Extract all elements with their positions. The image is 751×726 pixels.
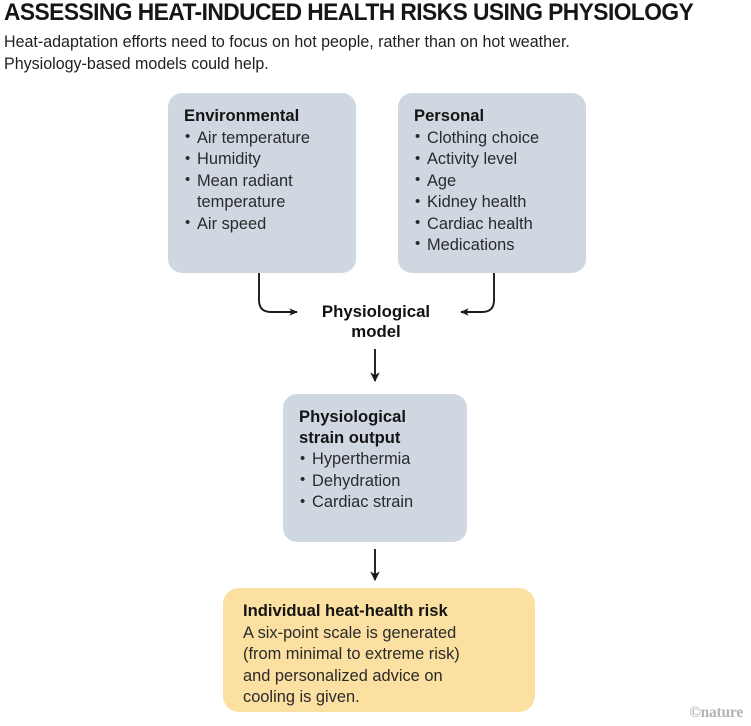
box-environmental: Environmental Air temperature Humidity M… — [168, 93, 356, 273]
box-strain-title: Physiological strain output — [299, 407, 451, 448]
list-item: Mean radiant temperature — [184, 170, 340, 214]
risk-body-line-4: cooling is given. — [243, 688, 360, 707]
model-label-line-1: Physiological — [321, 302, 431, 321]
list-item: Clothing choice — [414, 127, 570, 149]
list-item: Hyperthermia — [299, 449, 451, 470]
box-risk-title: Individual heat-health risk — [243, 601, 448, 620]
strain-title-line-2: strain output — [299, 427, 401, 447]
list-item: Dehydration — [299, 470, 451, 492]
list-item: Air speed — [184, 213, 340, 235]
box-environmental-title: Environmental — [184, 106, 300, 125]
list-item: Activity level — [414, 149, 570, 170]
header: ASSESSING HEAT-INDUCED HEALTH RISKS USIN… — [4, 0, 744, 76]
label-physiological-model: Physiological model — [300, 302, 452, 342]
box-individual-heat-health-risk: Individual heat-health risk A six-point … — [223, 588, 535, 712]
list-item: Age — [414, 170, 570, 192]
list-item: Medications — [414, 234, 570, 256]
model-label-line-2: model — [351, 322, 401, 342]
risk-body-line-2: (from minimal to extreme risk) — [243, 645, 460, 664]
risk-body-line-1: A six-point scale is generated — [243, 623, 457, 642]
box-physiological-strain-output: Physiological strain output Hyperthermia… — [283, 394, 467, 542]
risk-body-line-3: and personalized advice on — [243, 666, 443, 685]
subtitle-line-2: Physiology-based models could help. — [4, 55, 269, 74]
strain-title-line-1: Physiological — [299, 407, 406, 426]
box-risk-body: A six-point scale is generated (from min… — [243, 623, 515, 709]
list-item: Air temperature — [184, 127, 340, 149]
box-personal-title: Personal — [414, 106, 485, 125]
arrow-personal-to-model — [460, 273, 495, 316]
box-personal-bullets: Clothing choice Activity level Age Kidne… — [414, 127, 570, 257]
list-item: Kidney health — [414, 192, 570, 213]
nature-credit: ©nature — [689, 704, 743, 721]
list-item: Cardiac health — [414, 213, 570, 235]
box-strain-bullets: Hyperthermia Dehydration Cardiac strain — [299, 449, 451, 513]
list-item: Cardiac strain — [299, 492, 451, 513]
page-subtitle: Heat-adaptation efforts need to focus on… — [4, 32, 733, 75]
subtitle-line-1: Heat-adaptation efforts need to focus on… — [4, 33, 570, 52]
box-personal: Personal Clothing choice Activity level … — [398, 93, 586, 273]
arrow-environmental-to-model — [258, 273, 298, 316]
list-item: Humidity — [184, 149, 340, 170]
page-title: ASSESSING HEAT-INDUCED HEALTH RISKS USIN… — [4, 0, 694, 26]
box-environmental-bullets: Air temperature Humidity Mean radiant te… — [184, 127, 340, 235]
